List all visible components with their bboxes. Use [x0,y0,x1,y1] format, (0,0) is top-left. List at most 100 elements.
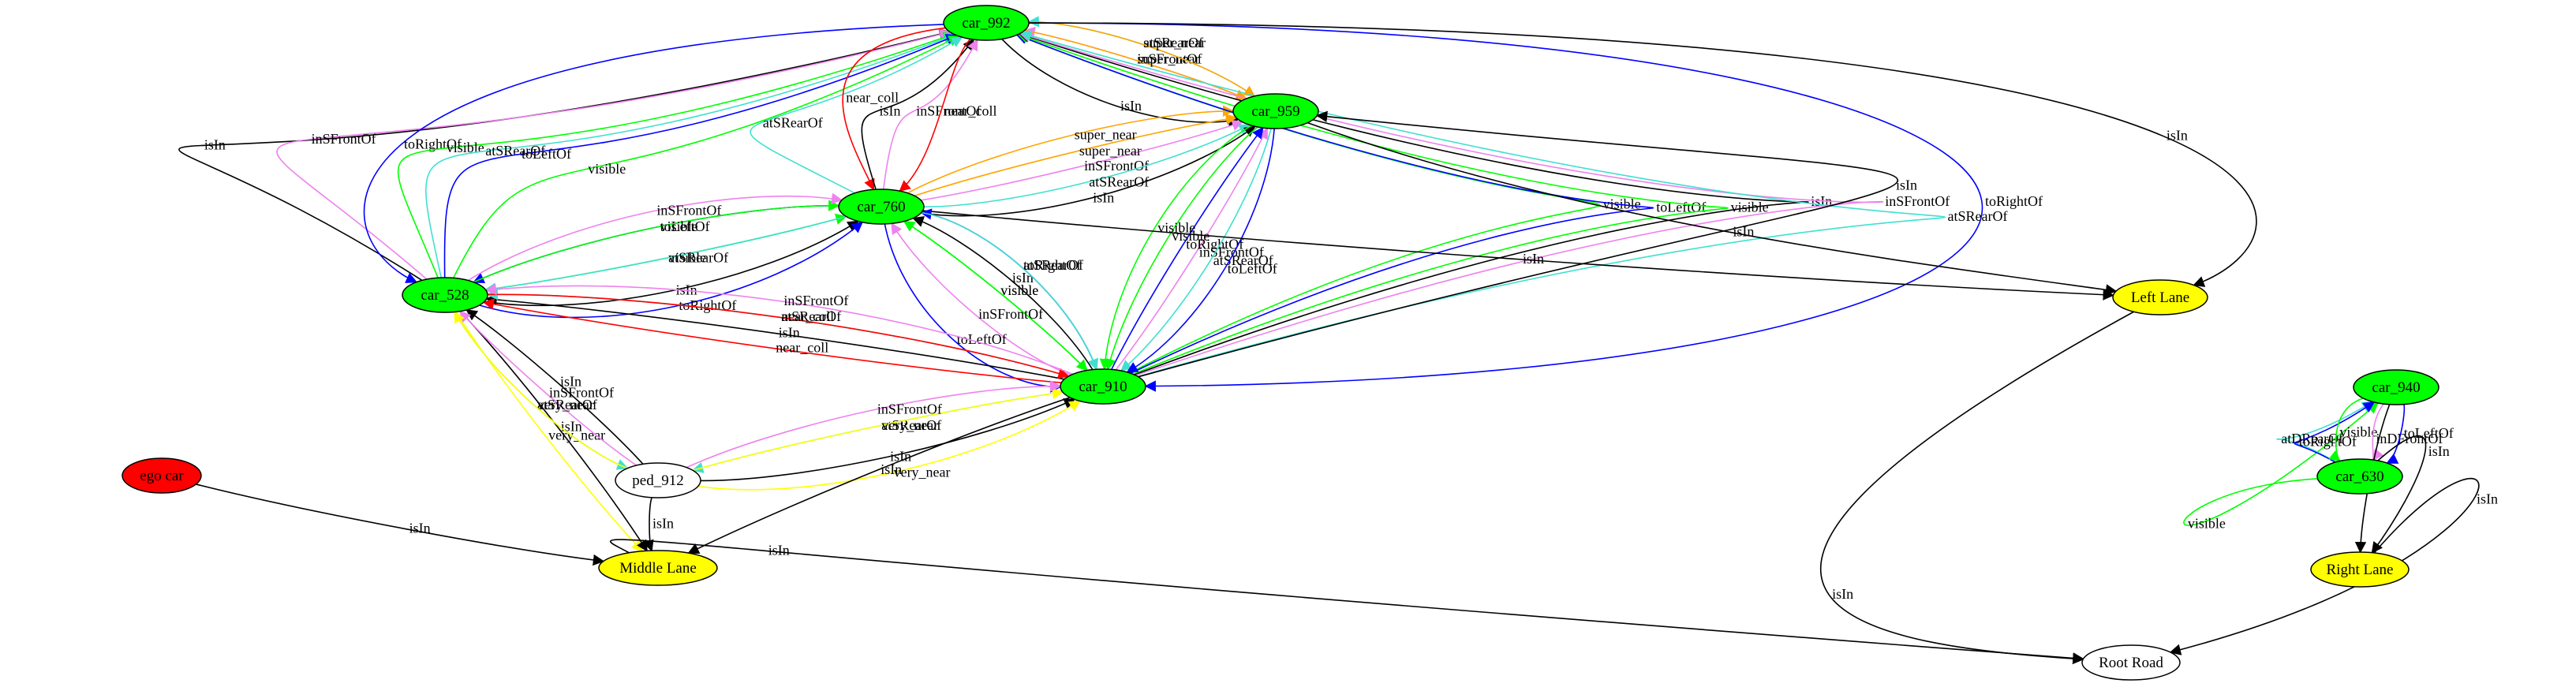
edge-car_959-visible-car_910 [1105,126,1258,371]
edge-car_760-atSRearOf-car_910 [921,211,1099,371]
node-car_959: car_959 [1232,93,1319,129]
edge-label: atSRearOf [1023,257,1083,273]
node-car_760-ellipse [838,189,925,225]
edge-car_910-isIn-car_992 [1018,31,1809,375]
edge-label: inSFrontOf [1084,158,1149,174]
edge-label: isIn [1733,223,1754,239]
node-car_760-label: car_760 [857,199,905,215]
edge-car_760-visible-car_910 [903,220,1088,372]
edge-label: toLeftOf [957,331,1007,347]
edge-label: inSFrontOf [978,306,1043,322]
edge-label: isIn [561,418,582,434]
node-ego_car-label: ego car [140,468,184,484]
node-car_528: car_528 [402,277,488,313]
edge-label: isIn [2167,128,2188,144]
edge-car_630-atDRearOf-car_940 [2276,401,2374,463]
edge-car_910-isIn-car_528 [485,293,1065,380]
node-root_road: Root Road [2081,644,2181,681]
edge-car_760-inSFrontOf-car_959 [921,119,1244,201]
edge-car_760-inSFrontOf-car_992 [882,39,978,190]
node-left_lane-ellipse [2112,279,2208,315]
edge-label: visible [447,140,484,155]
edge-label: inSFrontOf [1138,51,1202,67]
edge-label: isIn [652,515,674,531]
edge-car_528-isIn-car_992 [178,28,952,282]
edge-label: toRightOf [1985,193,2043,209]
edge-label: toLeftOf [2404,425,2454,441]
edge-ped_912-very_near-car_910 [693,387,1064,472]
node-car_992-ellipse [943,5,1030,41]
edge-label: near_coll [781,308,834,324]
edge-car_910-inSFrontOf-car_528 [484,283,1074,375]
edge-label: toRightOf [2299,434,2357,450]
edge-ped_912-inSFrontOf-car_528 [458,310,637,466]
edge-car_528-toLeftOf-car_992 [443,34,958,278]
node-middle_lane-ellipse [598,550,718,586]
edge-label: isIn [768,542,790,558]
edge-label: super_near [1143,35,1206,50]
node-car_630-label: car_630 [2335,469,2383,485]
edge-label: isIn [2428,443,2450,459]
edge-label: atSRearOf [1948,208,2008,224]
edge-ped_912-isIn-car_910 [700,398,1076,482]
edge-car_528-very_near-middle_lane [455,311,644,552]
edge-car_760-isIn-car_959 [921,125,1256,217]
node-root_road-ellipse [2081,644,2181,681]
edge-label: isIn [890,448,911,464]
edge-car_760-isIn-left_lane [922,210,2114,301]
edge-label: atSRearOf [1213,252,1273,268]
edge-car_992-isIn-left_lane [1028,22,2257,287]
node-middle_lane-label: Middle Lane [619,560,697,577]
edge-ped_912-very_near-car_910 [697,400,1081,491]
edge-label: inSFrontOf [783,293,848,308]
node-left_lane: Left Lane [2112,279,2208,315]
edge-car_959-toLeftOf-car_910 [1126,128,1275,373]
edge-car_992-near_coll-car_760 [842,27,946,191]
node-root_road-label: Root Road [2099,655,2163,671]
edge-car_959-visible-car_910 [1099,125,1252,371]
edge-car_910-inSFrontOf-car_760 [891,222,1071,376]
edge-label: isIn [1120,98,1142,114]
node-car_940: car_940 [2353,369,2440,405]
edge-car_910-toRightOf-car_959 [1111,126,1264,370]
edge-label: visible [660,218,698,234]
edge-label: inSFrontOf [312,131,376,147]
node-car_630: car_630 [2316,458,2403,495]
node-car_528-ellipse [402,277,488,313]
edge-label: isIn [1896,177,1917,193]
edge-car_910-visible-car_760 [903,220,1088,372]
edge-label: super_near [1138,51,1200,67]
edge-car_959-atSRearOf-car_910 [1120,128,1272,372]
edge-car_528-visible-car_992 [397,32,955,278]
edge-label: toRightOf [1186,237,1243,252]
edge-car_528-inSFrontOf-car_992 [276,28,952,280]
edge-label: very_near [881,417,938,433]
edge-car_630-toRightOf-car_940 [2294,401,2376,463]
node-car_910-ellipse [1060,368,1146,405]
edge-label: atSRearOf [485,143,545,159]
edge-car_910-near_coll-car_528 [482,298,1062,384]
edge-label: isIn [1523,251,1544,267]
node-ego_car: ego car [122,457,202,494]
node-car_528-label: car_528 [421,287,469,304]
edge-label: visible [1000,282,1038,298]
edge-car_630-isIn-right_lane [2371,435,2427,554]
edge-label: toLeftOf [660,218,710,234]
node-right_lane: Right Lane [2310,551,2410,588]
edge-car_528-visible-car_992 [452,35,960,278]
node-right_lane-label: Right Lane [2327,562,2394,578]
edge-label: atSRearOf [668,250,728,266]
edge-car_940-visible-car_630 [2328,398,2364,462]
edge-car_760-super_near-car_959 [907,105,1235,194]
edge-label: isIn [1832,586,1853,602]
edge-car_992-toRightOf-car_528 [363,24,944,283]
edge-car_910-isIn-car_760 [912,216,1094,371]
node-car_910-label: car_910 [1079,379,1127,395]
edge-car_959-isIn-left_lane [1307,121,2118,296]
edge-label: isIn [880,103,901,118]
edge-car_992-super_near-car_959 [1024,29,1247,100]
edge-label: visible [1157,220,1195,236]
edge-label: atSRearOf [537,397,597,413]
edge-car_528-isIn-middle_lane [459,311,648,552]
